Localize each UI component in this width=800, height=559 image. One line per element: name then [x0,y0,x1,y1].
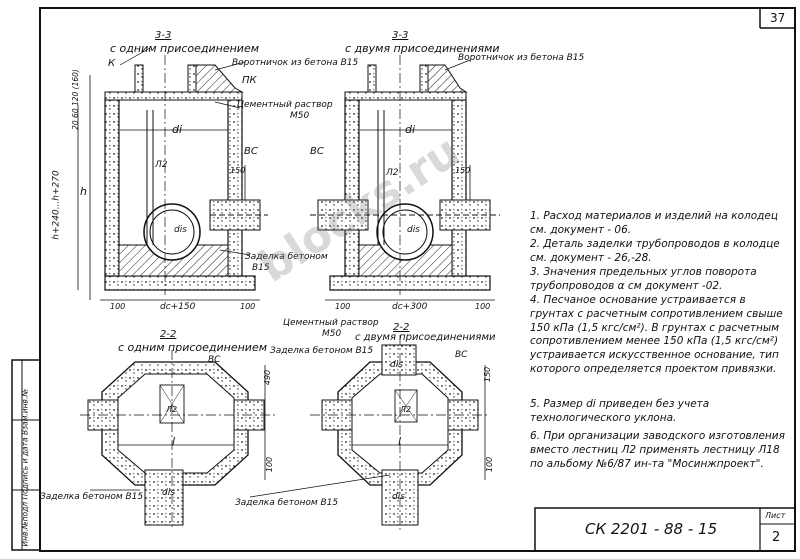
dim-stack: 20 60 120 (160) [70,69,80,130]
note-3-text: Значения предельных углов поворота трубо… [530,266,757,292]
label-l2-left: Л2 [155,160,168,170]
note-1: 1. Расход материалов и изделий на колоде… [530,210,792,238]
left-section-view [77,47,268,301]
label-collar-right: Воротничок из бетона В15 [458,53,585,63]
right-section-cut: 3-3 [392,30,409,41]
note-3: 3. Значения предельных углов поворота тр… [530,266,792,294]
note-4-text: Песчаное основание устраивается в грунта… [530,294,783,375]
right-plan-title: с двумя присоединениями [355,332,496,343]
dim-150-plan: 150 [483,366,493,383]
stamp-code: СК 2201 - 88 - 15 [585,520,718,538]
left-plan-view [80,350,275,530]
left-plan-cut: 2-2 [160,329,177,340]
note-5-num: 5. [530,398,541,410]
note-5-text: Размер di приведен без учета технологиче… [530,398,710,424]
label-pk: ПК [242,75,257,86]
label-di-right: di [405,123,416,136]
label-zadelka: Заделка бетоном [245,252,328,262]
label-l-left: l [172,435,176,448]
stamp-list-number: 2 [772,530,781,545]
label-mortar-m: М50 [290,111,310,121]
note-6: 6. При организации заводского изготовлен… [530,430,792,471]
label-dis-plan-right: dis [390,360,403,370]
dim-h1: h+240...h+270 [51,170,62,240]
left-section-cut: 3-3 [155,30,172,41]
dim-100-plan-right: 100 [485,456,495,473]
label-dis-plan-right-bottom: dis [392,492,405,502]
note-3-num: 3. [530,266,541,278]
dim-150-right: 150 [455,166,471,175]
label-di-left: di [172,123,183,136]
label-vs-plan-left: ВС [208,355,221,365]
sheet-number: 37 [770,11,786,25]
side-stamp-box [11,359,41,551]
dim-100-c: 100 [335,302,351,311]
dim-100-plan-left: 100 [265,456,275,473]
label-vs-left: ВС [244,146,258,157]
right-plan-view [249,335,490,530]
label-l2-right: Л2 [386,168,399,178]
label-zadelka-plan-top: Заделка бетоном В15 [270,346,374,356]
dim-100-a: 100 [110,302,126,311]
label-vs-right: ВС [310,146,324,157]
left-section-title: с одним присоединением [110,42,260,55]
dim-dc-left: dc+150 [160,302,196,312]
dim-150-left: 150 [230,166,246,175]
label-l2-plan-left: Л2 [166,405,178,414]
note-2-text: Деталь заделки трубопроводов в колодце с… [530,238,780,264]
dim-100-d: 100 [475,302,491,311]
left-plan-title: с одним присоединением [118,341,268,354]
label-l2-plan-right: Л2 [400,405,412,414]
dim-h: h [80,185,87,198]
side-stamp-text: Инв.№подл Подпись и дата Взам.инв.№ [20,388,30,547]
note-4: 4. Песчаное основание устраивается в гру… [530,294,792,377]
note-1-text: Расход материалов и изделий на колодец с… [530,210,779,236]
note-2-num: 2. [530,238,541,250]
label-l-right: l [398,435,402,448]
label-zadelka-plan-left: Заделка бетоном В15 [40,492,144,502]
label-mortar2: Цементный раствор [283,318,379,328]
dim-490: 490 [263,369,273,386]
label-dis-right: dis [407,225,420,235]
title-block [534,507,796,552]
label-vs-plan-right: ВС [455,350,468,360]
right-section-title: с двумя присоединениями [345,42,500,55]
label-collar-left: Воротничок из бетона В15 [232,58,359,68]
label-b15: В15 [252,263,270,273]
label-dis-plan-left: dis [162,488,175,498]
label-mortar2-m: М50 [322,329,342,339]
dim-dc-right: dc+300 [392,302,428,312]
sheet-frame [39,7,796,552]
note-6-num: 6. [530,430,541,442]
stamp-list-label: Лист [765,511,786,520]
note-5: 5. Размер di приведен без учета технолог… [530,398,792,426]
label-mortar: Цементный раствор [237,100,333,110]
right-plan-cut: 2-2 [393,322,410,333]
note-2: 2. Деталь заделки трубопроводов в колодц… [530,238,792,266]
label-k: К [108,58,116,69]
note-6-text: При организации заводского изготовления … [530,430,785,470]
right-section-view [310,55,500,301]
label-zadelka-plan-bottom: Заделка бетоном В15 [235,498,339,508]
note-4-num: 4. [530,294,541,306]
label-dis-left: dis [174,225,187,235]
dim-100-b: 100 [240,302,256,311]
note-1-num: 1. [530,210,541,222]
